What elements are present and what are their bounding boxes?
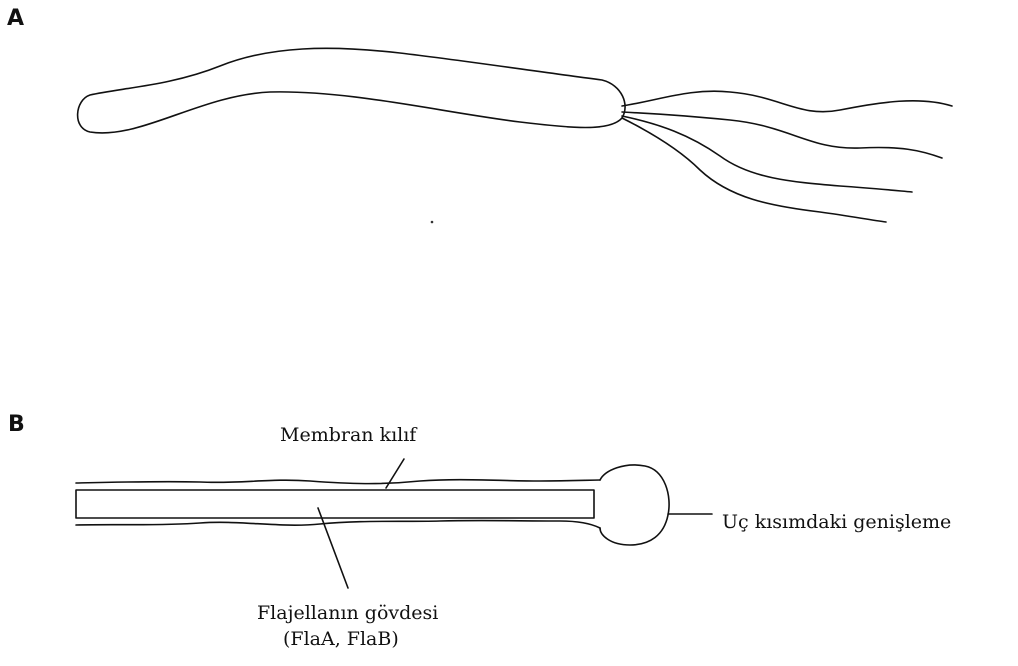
membrane-sheath-top — [76, 480, 600, 484]
terminal-bulb-label: Uç kısımdaki genişleme — [722, 511, 951, 534]
bacterium-illustration — [78, 48, 952, 223]
flagellum-2 — [622, 112, 942, 158]
panel-label-b: B — [8, 414, 25, 436]
membrane-sheath-label: Membran kılıf — [280, 424, 416, 447]
flagellum-4 — [622, 118, 886, 222]
membrane-sheath-bottom — [76, 521, 600, 528]
panel-label-a: A — [7, 8, 24, 30]
terminal-bulb — [600, 465, 669, 545]
speck — [431, 221, 434, 224]
flagellum-core — [76, 490, 594, 518]
flagellum-body-proteins-label: (FlaA, FlaB) — [283, 628, 399, 651]
flagellum-body-label: Flajellanın gövdesi — [257, 602, 432, 625]
flagellum-1 — [622, 91, 952, 112]
pointer-body — [318, 508, 348, 588]
flagellum-schematic — [76, 459, 712, 588]
cell-body-outline — [78, 48, 625, 133]
